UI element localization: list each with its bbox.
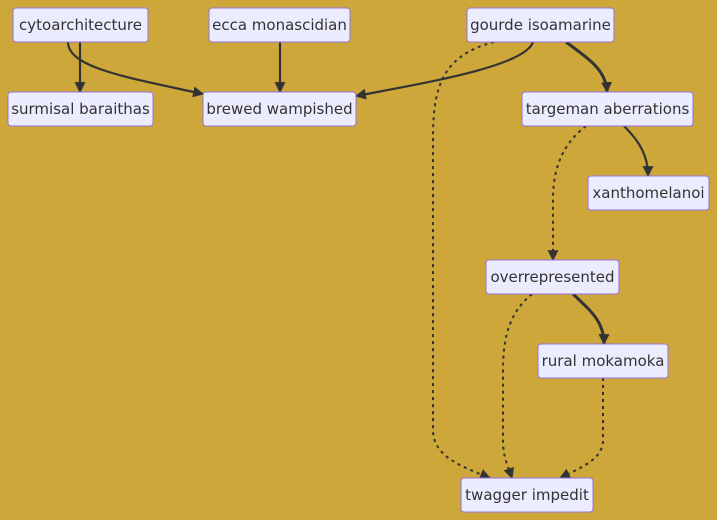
node-label: brewed wampished — [206, 100, 352, 118]
edge-n8-n9 — [571, 292, 610, 346]
node-box[interactable] — [466, 7, 615, 43]
node-label: ecca monascidian — [212, 16, 347, 34]
node-box[interactable] — [12, 7, 149, 43]
node-box[interactable] — [460, 477, 594, 513]
node-label: surmisal baraithas — [11, 100, 150, 118]
node-label: xanthomelanoi — [592, 184, 704, 202]
edge-n1-n5 — [66, 41, 205, 98]
node-n4[interactable]: surmisal baraithas — [7, 91, 154, 127]
node-label: gourde isoamarine — [470, 16, 611, 34]
node-n2[interactable]: ecca monascidian — [208, 7, 351, 43]
node-label: rural mokamoka — [542, 352, 665, 370]
edge-layer — [66, 40, 654, 480]
edge-n9-n10 — [559, 378, 604, 479]
node-n6[interactable]: targeman aberrations — [521, 91, 694, 127]
node-n5[interactable]: brewed wampished — [202, 91, 357, 127]
node-label: twagger impedit — [465, 486, 589, 504]
node-box[interactable] — [208, 7, 351, 43]
node-n10[interactable]: twagger impedit — [460, 477, 594, 513]
edge-n8-n10 — [502, 293, 533, 480]
node-label: targeman aberrations — [526, 100, 690, 118]
node-box[interactable] — [521, 91, 694, 127]
node-n9[interactable]: rural mokamoka — [537, 343, 669, 379]
edge-n3-n5 — [354, 41, 535, 100]
node-label: overrepresented — [490, 268, 614, 286]
node-box[interactable] — [485, 259, 620, 295]
node-box[interactable] — [202, 91, 357, 127]
edge-n6-n7 — [623, 125, 654, 178]
edge-n3-n10 — [432, 41, 495, 480]
node-n1[interactable]: cytoarchitecture — [12, 7, 149, 43]
node-box[interactable] — [7, 91, 154, 127]
node-layer: cytoarchitecture ecca monascidian gourde i… — [7, 7, 710, 513]
node-box[interactable] — [587, 175, 710, 211]
edge-n3-n6 — [565, 40, 613, 94]
node-n7[interactable]: xanthomelanoi — [587, 175, 710, 211]
node-n3[interactable]: gourde isoamarine — [466, 7, 615, 43]
node-box[interactable] — [537, 343, 669, 379]
node-label: cytoarchitecture — [19, 16, 142, 34]
node-n8[interactable]: overrepresented — [485, 259, 620, 295]
